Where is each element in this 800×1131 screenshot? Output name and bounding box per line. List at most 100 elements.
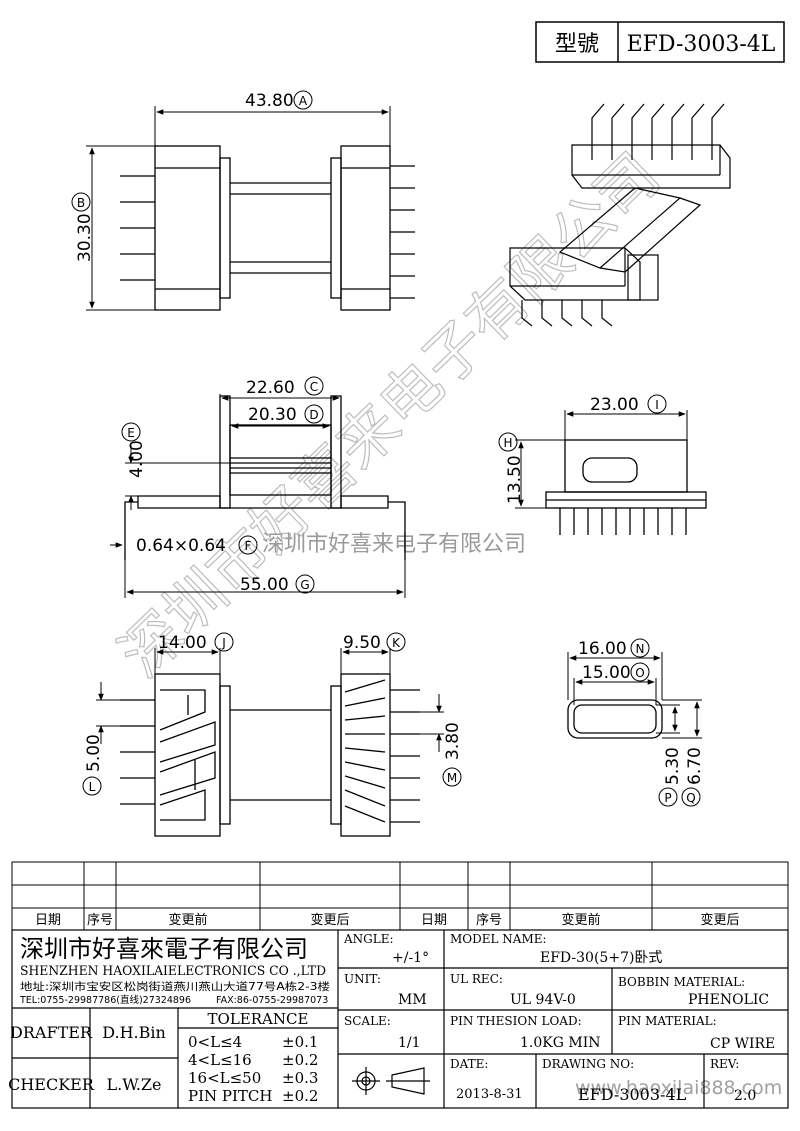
dim-m bbox=[405, 689, 444, 752]
isometric-view bbox=[509, 103, 731, 327]
dim-j-letter: J bbox=[221, 636, 226, 650]
dim-a bbox=[154, 106, 391, 146]
dim-e-value: 4.00 bbox=[127, 440, 147, 478]
dim-e bbox=[125, 445, 230, 510]
dim-h bbox=[515, 439, 565, 509]
tolerance-value-2: ±0.3 bbox=[282, 1069, 318, 1087]
unit-label: UNIT: bbox=[344, 972, 381, 986]
company-name-cn: 深圳市好喜來電子有限公司 bbox=[20, 935, 308, 963]
rev-header-before-1: 变更前 bbox=[168, 912, 207, 928]
dim-n-letter: N bbox=[636, 642, 645, 656]
model-label: 型號 bbox=[555, 32, 599, 57]
dim-i bbox=[564, 410, 688, 440]
unit-value: MM bbox=[398, 992, 427, 1008]
company-name-en: SHENZHEN HAOXILAIELECTRONICS CO .,LTD bbox=[20, 964, 326, 979]
dim-j bbox=[154, 648, 221, 674]
dim-a-value: 43.80 bbox=[245, 91, 294, 111]
dim-l-letter: L bbox=[89, 780, 96, 794]
pin-load-label: PIN THESION LOAD: bbox=[450, 1014, 582, 1028]
rev-value: 2.0 bbox=[734, 1088, 756, 1104]
dim-p-letter: P bbox=[664, 791, 671, 805]
dim-g-letter: G bbox=[300, 578, 309, 592]
dim-q bbox=[662, 699, 702, 739]
spec-cells: ANGLE: +/-1° UNIT: MM SCALE: 1/1 MODEL N… bbox=[343, 932, 775, 1104]
dim-d-letter: D bbox=[309, 408, 318, 422]
dim-h-letter: H bbox=[503, 436, 512, 450]
checker-label: CHECKER bbox=[8, 1075, 95, 1094]
window-section bbox=[567, 699, 663, 739]
dim-h-value: 13.50 bbox=[505, 455, 525, 504]
dim-o bbox=[573, 678, 657, 705]
company-address: 地址:深圳市宝安区松岗街道燕川燕山大道77号A栋2-3楼 bbox=[20, 980, 331, 993]
bobbin-material-label: BOBBIN MATERIAL: bbox=[618, 975, 745, 989]
dim-g-value: 55.00 bbox=[240, 575, 289, 595]
rev-header-seq-2: 序号 bbox=[476, 913, 502, 928]
side-view bbox=[545, 439, 707, 535]
dim-o-letter: O bbox=[635, 666, 644, 680]
dim-n bbox=[567, 652, 663, 700]
drafter-name: D.H.Bin bbox=[102, 1023, 166, 1042]
pin-load-value: 1.0KG MIN bbox=[520, 1035, 600, 1051]
rev-header-before-2: 变更前 bbox=[561, 912, 600, 928]
dim-m-letter: M bbox=[447, 771, 457, 785]
dim-c-value: 22.60 bbox=[246, 378, 295, 398]
watermark-horizontal: 深圳市好喜来电子有限公司 bbox=[262, 532, 526, 557]
date-value: 2013-8-31 bbox=[456, 1087, 523, 1102]
dim-p-value: 5.30 bbox=[663, 747, 683, 785]
dim-e-letter: E bbox=[127, 426, 135, 440]
revision-table bbox=[11, 861, 789, 931]
tolerance-table: TOLERANCE 0<L≤4 ±0.1 4<L≤16 ±0.2 16<L≤50… bbox=[188, 1010, 318, 1105]
tolerance-range-1: 4<L≤16 bbox=[188, 1051, 252, 1069]
tolerance-range-0: 0<L≤4 bbox=[188, 1033, 242, 1051]
checker-name: L.W.Ze bbox=[106, 1075, 161, 1094]
company-fax: FAX:86-0755-29987073 bbox=[216, 995, 328, 1006]
dim-i-value: 23.00 bbox=[590, 395, 639, 415]
scale-value: 1/1 bbox=[398, 1035, 421, 1051]
ul-label: UL REC: bbox=[450, 972, 503, 986]
title-block-grid bbox=[11, 929, 789, 1109]
drawing-no-label: DRAWING NO: bbox=[542, 1057, 634, 1071]
dim-j-value: 14.00 bbox=[158, 633, 207, 653]
rev-header-after-1: 变更后 bbox=[310, 912, 349, 928]
rev-label: REV: bbox=[710, 1057, 739, 1071]
rev-header-date-2: 日期 bbox=[421, 913, 447, 928]
model-name-label: MODEL NAME: bbox=[450, 932, 547, 946]
scale-label: SCALE: bbox=[344, 1014, 391, 1028]
bottom-view bbox=[120, 673, 420, 837]
dim-c-letter: C bbox=[310, 380, 318, 394]
dim-q-value: 6.70 bbox=[685, 747, 705, 785]
tolerance-range-3: PIN PITCH bbox=[188, 1087, 273, 1105]
drafter-label: DRAFTER bbox=[10, 1023, 93, 1042]
pin-material-label: PIN MATERIAL: bbox=[618, 1014, 717, 1028]
dim-l bbox=[96, 682, 120, 744]
angle-value: +/-1° bbox=[392, 950, 429, 966]
dim-k bbox=[340, 648, 391, 674]
dim-c bbox=[219, 394, 340, 401]
tolerance-range-2: 16<L≤50 bbox=[188, 1069, 261, 1087]
dim-p bbox=[656, 704, 680, 734]
dim-b-value: 30.30 bbox=[75, 213, 95, 262]
dim-n-value: 16.00 bbox=[578, 639, 627, 659]
model-header: 型號 EFD-3003-4L bbox=[535, 21, 785, 63]
dim-k-letter: K bbox=[392, 636, 401, 650]
dim-q-letter: Q bbox=[686, 791, 695, 805]
rev-header-seq-1: 序号 bbox=[87, 913, 113, 928]
dim-f-letter: F bbox=[245, 539, 252, 553]
projection-symbol-icon bbox=[352, 1067, 430, 1095]
dim-k-value: 9.50 bbox=[343, 633, 381, 653]
dim-m-value: 3.80 bbox=[443, 722, 463, 760]
rev-header-after-2: 变更后 bbox=[700, 912, 739, 928]
dim-a-letter: A bbox=[299, 94, 308, 108]
dim-l-value: 5.00 bbox=[84, 734, 104, 772]
dim-o-value: 15.00 bbox=[582, 663, 631, 683]
revision-headers: 日期 序号 变更前 变更后 日期 序号 变更前 变更后 bbox=[35, 912, 740, 928]
front-view bbox=[124, 395, 406, 560]
tolerance-value-0: ±0.1 bbox=[282, 1033, 318, 1051]
dim-f-value: 0.64×0.64 bbox=[136, 536, 226, 556]
ul-value: UL 94V-0 bbox=[510, 992, 576, 1008]
model-number: EFD-3003-4L bbox=[627, 32, 776, 57]
tolerance-value-3: ±0.2 bbox=[282, 1087, 318, 1105]
drawing-no-value: EFD-3003-4L bbox=[578, 1085, 687, 1104]
